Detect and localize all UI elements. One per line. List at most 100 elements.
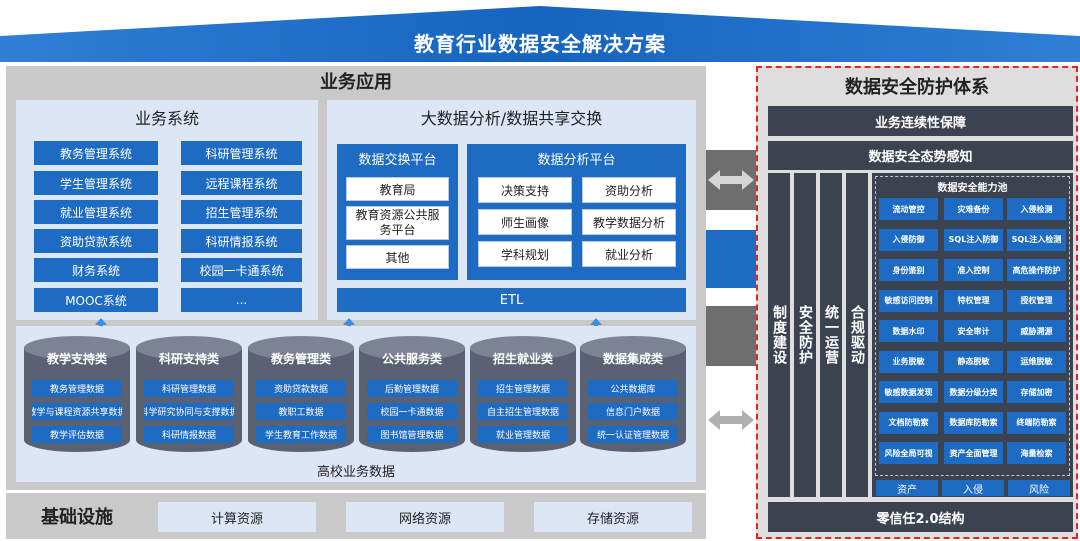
- exchange-item-bureau[interactable]: 教育局: [346, 177, 449, 201]
- analysis-platform-title: 数据分析平台: [537, 152, 616, 168]
- database-name: 数据集成类: [602, 352, 663, 366]
- database-item: 教学与课程资源共享数据: [32, 403, 122, 420]
- analysis-item-portrait[interactable]: 师生画像: [478, 209, 572, 235]
- column-protection: 安全防护: [794, 173, 816, 497]
- capability-item[interactable]: 安全审计: [944, 320, 1003, 342]
- column-compliance: 合规驱动: [846, 173, 868, 497]
- capability-item[interactable]: 敏感访问控制: [879, 289, 938, 312]
- database-item: 教务管理数据: [32, 380, 122, 397]
- database-item: 后勤管理数据: [367, 380, 457, 397]
- business-app-title: 业务应用: [320, 72, 392, 93]
- capability-item[interactable]: 准入控制: [944, 259, 1003, 281]
- leftright-arrow-icon: [708, 170, 754, 190]
- business-systems-title: 业务系统: [134, 109, 199, 128]
- system-jiaowu[interactable]: 教务管理系统: [34, 141, 158, 165]
- etl-bar[interactable]: ETL: [337, 288, 686, 312]
- capability-item[interactable]: 数据分级分类: [944, 381, 1003, 403]
- database-integration: 数据集成类 公共数据库 信息门户数据 统一认证管理数据: [580, 336, 686, 452]
- tag-asset[interactable]: 资产: [876, 480, 938, 496]
- infra-compute[interactable]: 计算资源: [158, 502, 316, 532]
- database-item: 科研管理数据: [144, 380, 234, 397]
- database-name: 科研支持类: [158, 352, 219, 366]
- system-caiwu[interactable]: 财务系统: [34, 258, 158, 282]
- capability-item[interactable]: 风险全局可视: [879, 442, 938, 464]
- capability-item[interactable]: SQL注入防御: [944, 228, 1003, 251]
- capability-item[interactable]: 特权管理: [944, 289, 1003, 312]
- capability-item[interactable]: 数据水印: [879, 320, 938, 342]
- exchange-item-resource[interactable]: 教育资源公共服务平台: [346, 206, 449, 240]
- system-zizhu[interactable]: 资助贷款系统: [34, 229, 158, 253]
- system-jiuye[interactable]: 就业管理系统: [34, 200, 158, 224]
- situation-bar[interactable]: 数据安全态势感知: [768, 141, 1073, 170]
- capability-item[interactable]: 威胁溯源: [1007, 320, 1066, 342]
- database-item: 教职工数据: [256, 403, 346, 420]
- analysis-item-employment[interactable]: 就业分析: [582, 241, 676, 267]
- column-system: 制度建设: [768, 173, 790, 497]
- database-item: 资助贷款数据: [256, 380, 346, 397]
- connector-gray: [706, 306, 756, 366]
- bigdata-title: 大数据分析/数据共享交换: [420, 109, 603, 128]
- system-keyan[interactable]: 科研管理系统: [181, 141, 302, 165]
- capability-item[interactable]: 入侵检测: [1007, 198, 1066, 220]
- capability-item[interactable]: 资产全面管理: [944, 442, 1003, 464]
- database-teaching: 教学支持类 教务管理数据 教学与课程资源共享数据 教学评估数据: [24, 336, 130, 452]
- database-name: 教务管理类: [270, 352, 331, 366]
- database-item: 教学评估数据: [32, 426, 122, 443]
- system-qingbao[interactable]: 科研情报系统: [181, 229, 302, 253]
- database-research: 科研支持类 科研管理数据 科学研究协同与支撑数据 科研情报数据: [136, 336, 242, 452]
- capability-item[interactable]: 高危操作防护: [1007, 259, 1066, 281]
- analysis-item-decision[interactable]: 决策支持: [478, 177, 572, 203]
- database-public: 公共服务类 后勤管理数据 校园一卡通数据 图书馆管理数据: [359, 336, 465, 452]
- capability-item[interactable]: 入侵防御: [879, 228, 938, 251]
- infra-storage[interactable]: 存储资源: [534, 502, 692, 532]
- capability-item[interactable]: SQL注入检测: [1007, 228, 1066, 251]
- analysis-item-aid[interactable]: 资助分析: [582, 177, 676, 203]
- database-item: 科研情报数据: [144, 426, 234, 443]
- capability-pool-title: 数据安全能力池: [937, 182, 1008, 194]
- capability-item[interactable]: 授权管理: [1007, 289, 1066, 312]
- database-admin: 教务管理类 资助贷款数据 教职工数据 学生教育工作数据: [248, 336, 354, 452]
- database-item: 信息门户数据: [588, 403, 678, 420]
- database-item: 就业管理数据: [478, 426, 568, 443]
- system-xuesheng[interactable]: 学生管理系统: [34, 171, 158, 195]
- database-area-label: 高校业务数据: [316, 464, 395, 480]
- capability-item[interactable]: 运维脱敏: [1007, 350, 1066, 373]
- system-yuancheng[interactable]: 远程课程系统: [181, 171, 302, 195]
- column-operation: 统一运营: [820, 173, 842, 497]
- capability-item[interactable]: 存储加密: [1007, 381, 1066, 403]
- capability-item[interactable]: 敏感数据发现: [879, 381, 938, 403]
- system-more[interactable]: ...: [181, 288, 302, 312]
- security-title: 数据安全防护体系: [845, 77, 989, 98]
- database-item: 学生教育工作数据: [256, 426, 346, 443]
- capability-pool-border: [875, 176, 1070, 476]
- tag-intrusion[interactable]: 入侵: [942, 480, 1004, 496]
- infrastructure-title: 基础设施: [41, 507, 113, 528]
- infra-network[interactable]: 网络资源: [346, 502, 504, 532]
- capability-item[interactable]: 静态脱敏: [944, 350, 1003, 373]
- system-mooc[interactable]: MOOC系统: [34, 288, 158, 312]
- capability-item[interactable]: 业务脱敏: [879, 350, 938, 373]
- capability-item[interactable]: 文档防勒索: [879, 411, 938, 434]
- capability-item[interactable]: 海量检索: [1007, 442, 1066, 464]
- capability-item[interactable]: 终端防勒索: [1007, 411, 1066, 434]
- database-name: 教学支持类: [46, 352, 107, 366]
- leftright-arrow-icon: [708, 410, 754, 430]
- capability-item[interactable]: 流动管控: [879, 198, 938, 220]
- capability-item[interactable]: 身份鉴别: [879, 259, 938, 281]
- capability-item[interactable]: 灾难备份: [944, 198, 1003, 220]
- database-item: 公共数据库: [588, 380, 678, 397]
- database-name: 招生就业类: [492, 352, 553, 366]
- capability-item[interactable]: 数据库防勒索: [944, 411, 1003, 434]
- database-item: 校园一卡通数据: [367, 403, 457, 420]
- zero-trust-bar[interactable]: 零信任2.0结构: [768, 502, 1073, 532]
- exchange-item-other[interactable]: 其他: [346, 245, 449, 269]
- continuity-bar[interactable]: 业务连续性保障: [768, 106, 1073, 136]
- tag-risk[interactable]: 风险: [1008, 480, 1070, 496]
- analysis-item-discipline[interactable]: 学科规划: [478, 241, 572, 267]
- database-enrollment: 招生就业类 招生管理数据 自主招生管理数据 就业管理数据: [470, 336, 576, 452]
- system-yikatong[interactable]: 校园一卡通系统: [181, 258, 302, 282]
- database-item: 自主招生管理数据: [478, 403, 568, 420]
- database-item: 统一认证管理数据: [588, 426, 678, 443]
- analysis-item-teaching[interactable]: 教学数据分析: [582, 209, 676, 235]
- system-zhaosheng[interactable]: 招生管理系统: [181, 200, 302, 224]
